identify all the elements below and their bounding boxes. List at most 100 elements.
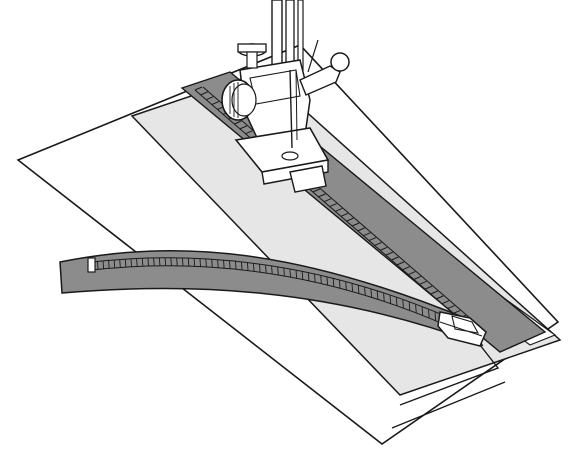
zipper-tooth xyxy=(245,130,253,135)
zipper-tooth xyxy=(211,101,220,106)
thumb-screw-icon xyxy=(221,79,257,121)
zipper-tooth xyxy=(234,261,237,270)
zipper-tooth xyxy=(223,260,225,269)
zipper-tooth xyxy=(332,278,335,287)
zipper-tooth xyxy=(234,120,242,125)
zipper-tooth xyxy=(419,280,427,285)
zipper-tooth xyxy=(229,260,231,269)
zipper-tooth xyxy=(301,271,304,280)
zipper-tooth xyxy=(130,258,132,267)
zipper-tooth xyxy=(402,299,404,308)
zipper-chain-right xyxy=(194,89,471,329)
zipper-tooth xyxy=(176,257,178,266)
zipper-tooth xyxy=(102,260,105,269)
zipper-tooth xyxy=(346,217,354,222)
zipper-tooth xyxy=(415,304,417,313)
zipper-tooth xyxy=(199,258,201,267)
zipper-tooth xyxy=(340,212,349,217)
zipper-chain-left xyxy=(91,257,451,319)
zipper-tooth xyxy=(246,262,249,271)
zipper-tooth xyxy=(271,265,273,274)
zipper-tooth xyxy=(326,276,329,285)
zipper-tooth xyxy=(147,258,149,267)
zipper-tooth xyxy=(164,257,167,266)
zipper-tooth xyxy=(408,302,411,311)
zipper-tooth xyxy=(187,258,190,267)
zipper-tooth xyxy=(158,257,161,266)
zipper-tooth xyxy=(436,295,444,300)
zipper-tooth xyxy=(363,232,371,237)
zipper-tooth xyxy=(364,287,366,296)
zipper-tooth xyxy=(408,271,416,276)
zipper-tooth xyxy=(194,86,203,91)
zipper-tooth xyxy=(141,258,144,267)
zipper-tooth xyxy=(395,297,398,306)
zipper-tooth xyxy=(153,257,155,266)
zipper-tooth xyxy=(283,267,285,276)
top-knob xyxy=(237,43,267,69)
zipper-tooth xyxy=(345,281,347,290)
zipper-tooth xyxy=(119,259,121,268)
zipper-tooth xyxy=(259,264,261,273)
fabric-lower-edge-2 xyxy=(391,381,506,429)
zipper-chain-right-outer xyxy=(202,86,479,326)
zipper-tooth xyxy=(357,285,360,294)
zipper-tooth xyxy=(97,261,99,270)
zipper-tooth xyxy=(289,268,291,278)
zipper-tooth xyxy=(265,264,267,273)
zipper-tooth xyxy=(323,198,332,203)
zipper-tooth xyxy=(396,261,405,266)
zipper-tooth xyxy=(370,289,372,298)
zipper-tooth xyxy=(447,305,455,310)
zipper-tooth xyxy=(113,259,116,268)
zipper-tooth xyxy=(441,300,450,305)
zipper-tooth xyxy=(211,259,213,268)
zipper-tooth xyxy=(307,272,310,281)
zipper-top-stop xyxy=(87,257,96,273)
zipper-tooth xyxy=(376,291,379,300)
presser-foot-icon xyxy=(234,0,350,193)
zipper-tooth xyxy=(205,258,207,267)
zipper-tooth xyxy=(170,257,172,266)
zipper-tooth xyxy=(206,96,214,101)
zipper-tape-left xyxy=(59,250,484,347)
zipper-tooth xyxy=(277,266,279,275)
zipper-tooth xyxy=(240,261,243,270)
zipper-tooth xyxy=(252,263,255,272)
zipper-tooth xyxy=(200,91,208,96)
zipper-tooth xyxy=(312,188,321,193)
zipper-tooth xyxy=(428,309,430,318)
fabric-lower-edge xyxy=(399,344,500,406)
needle-icon xyxy=(289,69,298,149)
zipper-tooth xyxy=(320,275,322,284)
zipper-tooth xyxy=(421,307,424,316)
zipper-tooth xyxy=(385,251,394,256)
zipper-tooth xyxy=(314,273,316,283)
zipper-tooth xyxy=(295,270,298,279)
zipper-tooth xyxy=(124,259,127,268)
zipper-tooth xyxy=(357,227,365,232)
zipper-tooth xyxy=(368,237,377,242)
zipper-tooth xyxy=(136,258,138,267)
zipper-tooth xyxy=(383,293,385,302)
zipper-chain-left-inner xyxy=(91,265,449,327)
zipper-tooth xyxy=(181,257,184,266)
zipper-tooth xyxy=(391,256,399,261)
zipper-tooth xyxy=(335,207,343,212)
zipper-tooth xyxy=(380,246,388,251)
zipper-tooth xyxy=(402,266,410,271)
zipper-tooth xyxy=(389,295,392,304)
zipper-tooth xyxy=(329,203,337,208)
zipper-tooth xyxy=(434,312,437,321)
zipper-tooth xyxy=(374,241,382,246)
zipper-tooth xyxy=(338,280,341,289)
zipper-tooth xyxy=(108,260,110,269)
zipper-tooth xyxy=(430,290,438,295)
zipper-pull-icon xyxy=(437,311,487,347)
zipper-tooth xyxy=(351,283,354,292)
zipper-tooth xyxy=(239,125,248,130)
zipper-tooth xyxy=(424,285,433,290)
zipper-tooth xyxy=(413,275,422,280)
